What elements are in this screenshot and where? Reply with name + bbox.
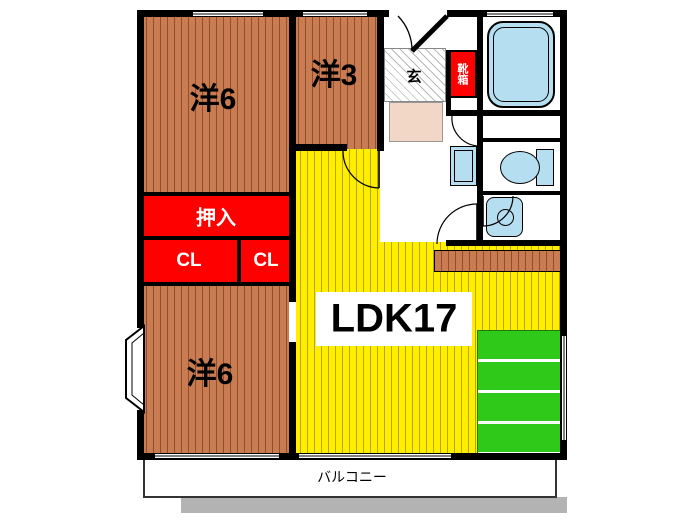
wall-under-west3 xyxy=(289,144,347,151)
door-opening-west6-bottom xyxy=(289,302,296,342)
label-balcony: バルコニー xyxy=(317,469,387,485)
room-label-ldk: LDK17 xyxy=(330,296,458,341)
wall-toilet-bottom xyxy=(483,191,567,195)
window-top-west3 xyxy=(303,11,367,17)
ldk-floor-upper xyxy=(294,149,380,247)
room-label-west6-top: 洋6 xyxy=(189,83,237,116)
wall-right xyxy=(560,10,567,460)
wall-left-upper xyxy=(137,10,144,328)
entrance-door-opening xyxy=(389,10,447,17)
wall-west3-hall xyxy=(377,10,384,151)
window-right-ldk xyxy=(561,336,567,440)
room-label-west3: 洋3 xyxy=(310,59,358,92)
wall-genkan-shoebox xyxy=(446,50,451,116)
wall-washroom-bottom xyxy=(446,240,567,246)
room-western3-floor xyxy=(292,13,380,149)
green-flooring-area xyxy=(477,330,563,455)
window-bottom-ldk xyxy=(299,453,451,459)
kitchen-counter xyxy=(434,250,563,272)
room-label-west6-bottom: 洋6 xyxy=(186,358,234,391)
balcony xyxy=(143,458,557,498)
room-western6-top-floor xyxy=(140,13,293,196)
genkan-step-mat xyxy=(389,102,443,142)
entrance-door-arc xyxy=(397,15,413,52)
wall-under-bath xyxy=(446,110,567,116)
label-closet-left: CL xyxy=(176,250,202,271)
label-shoebox: 靴箱 xyxy=(456,63,468,85)
genkan-floor xyxy=(384,48,446,102)
window-top-bath xyxy=(487,11,553,17)
balcony-outer-ledge xyxy=(181,497,567,513)
washbasin-icon xyxy=(486,197,523,237)
wall-hall-washroom xyxy=(477,110,483,244)
washbasin-bowl-line xyxy=(497,209,514,226)
washing-machine-inner-line xyxy=(454,150,473,182)
wall-bath-left xyxy=(477,15,483,116)
washroom-door-arc xyxy=(451,115,481,147)
hall-ldk-door-arc xyxy=(436,203,478,245)
wall-left-lower xyxy=(137,410,144,460)
window-top-west6 xyxy=(193,11,263,17)
bathtub-inner-line xyxy=(493,27,549,102)
label-genkan: 玄 xyxy=(406,68,422,86)
toilet-bowl-icon xyxy=(500,151,540,184)
label-oshiire: 押入 xyxy=(196,207,236,230)
label-closet-right: CL xyxy=(253,250,279,271)
entrance-door-leaf xyxy=(410,14,449,53)
wall-toilet-top xyxy=(483,138,567,142)
room-western6-bottom-floor xyxy=(140,284,293,456)
window-bottom-west6 xyxy=(155,453,279,459)
washing-machine-icon xyxy=(450,146,477,186)
bathtub-icon xyxy=(487,21,555,108)
ldk-label-background xyxy=(316,292,472,346)
wall-west6-west3 xyxy=(289,10,296,151)
